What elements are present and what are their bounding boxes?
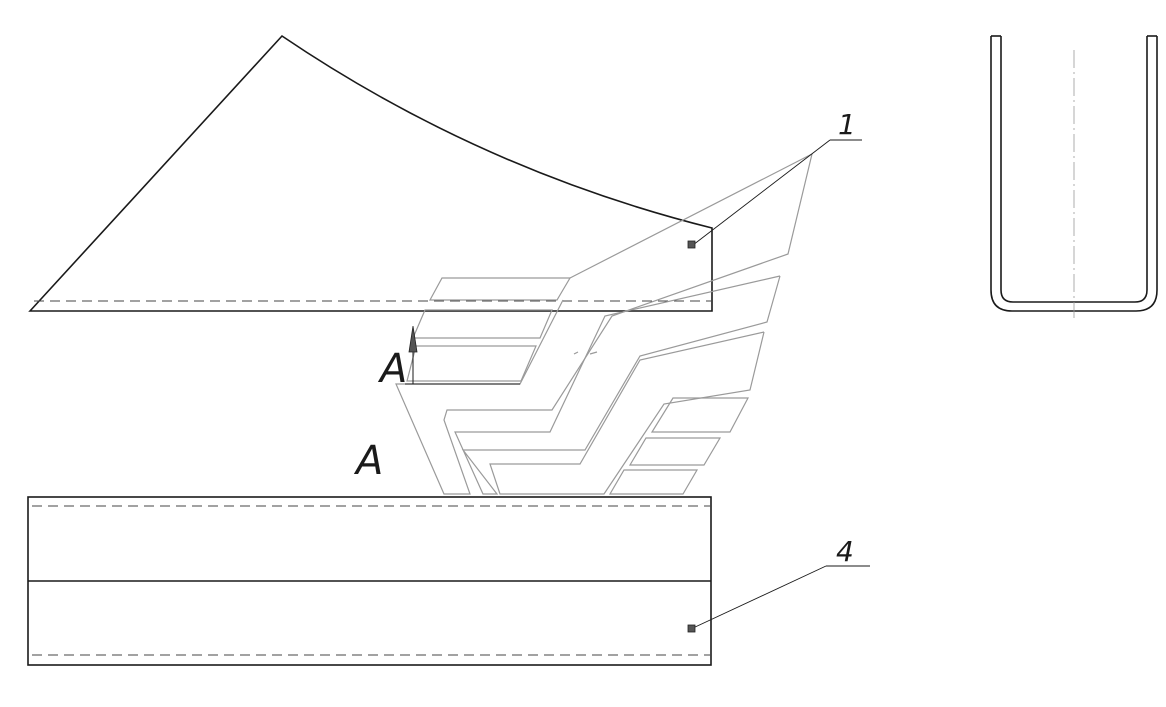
leader-4 — [687, 565, 870, 633]
attachment-point-icon — [687, 624, 696, 633]
attachment-point-icon — [687, 240, 696, 249]
section-arrow-label: A — [377, 346, 407, 392]
part-4-plate — [27, 496, 712, 666]
section-arrow — [405, 325, 520, 385]
u-channel-profile — [990, 35, 1158, 318]
part-1-panel — [28, 34, 713, 312]
arrow-head-icon — [408, 325, 418, 353]
section-view-label: A — [353, 438, 383, 484]
emblem-linework — [395, 152, 813, 495]
callout-4-label: 4 — [836, 535, 854, 568]
leader-1 — [687, 139, 862, 249]
callout-1-label: 1 — [838, 108, 856, 141]
